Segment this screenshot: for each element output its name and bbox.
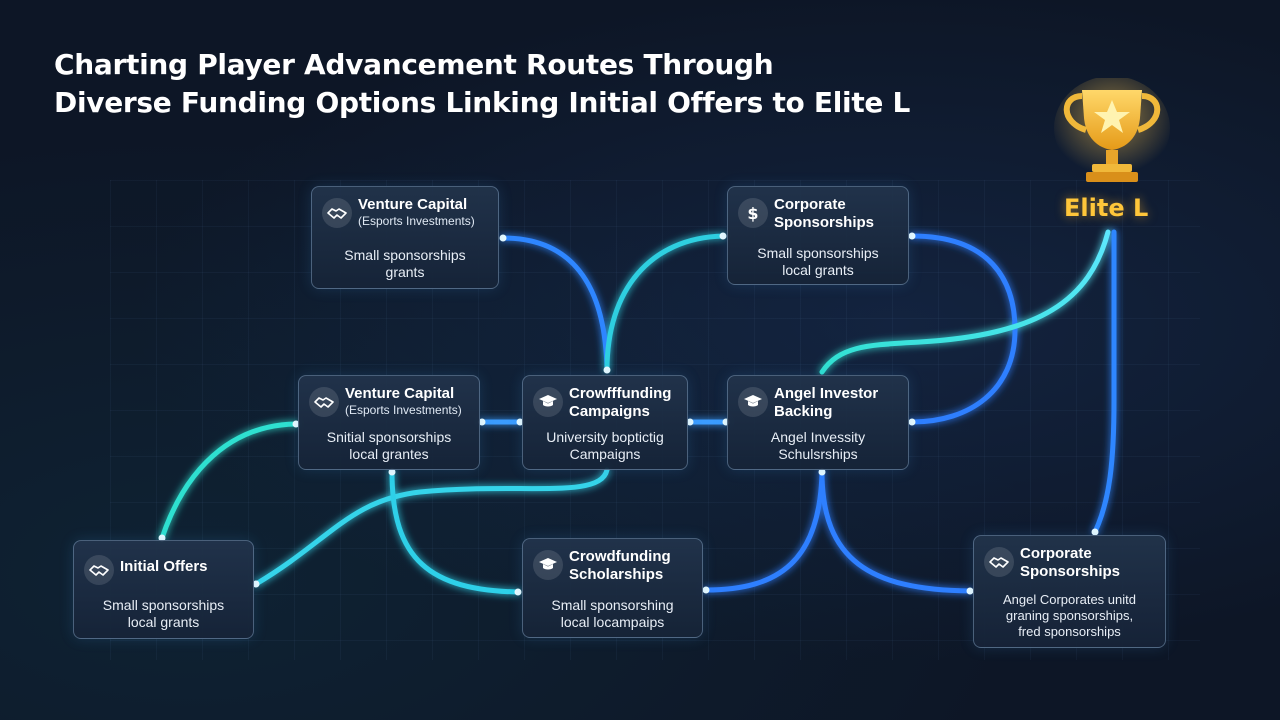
node-description: Small sponsorships local grants	[102, 597, 225, 630]
link-initial-to-vc-mid	[159, 421, 299, 541]
link-corp-top-to-angel-mid	[909, 233, 1018, 425]
link-crowd-mid-to-corp-top	[604, 233, 726, 373]
link-initial-to-crowd-mid	[253, 467, 610, 587]
node-description: Angel Invessity Schulsrships	[770, 429, 866, 462]
page-title: Charting Player Advancement Routes Throu…	[54, 46, 910, 122]
node-title-line-1: Corporate	[1020, 545, 1092, 562]
handshake-icon	[84, 555, 114, 585]
link-vc-mid-to-crowd-bot	[389, 469, 521, 595]
node-subtitle: (Esports Investments)	[358, 214, 475, 228]
link-vc-top-to-crowd-mid	[500, 235, 610, 373]
handshake-icon	[984, 547, 1014, 577]
node-description: Snitial sponsorships local grantes	[326, 429, 452, 462]
node-title-line-2: Campaigns	[569, 403, 650, 420]
node-description: Small sponsorshing local locampaips	[551, 597, 674, 630]
node-crowdfunding-campaigns[interactable]: Crowfffunding Campaigns University bopti…	[522, 375, 688, 470]
node-angel-investor-backing[interactable]: Angel Investor Backing Angel Invessity S…	[727, 375, 909, 470]
node-title-line-1: Crowdfunding	[569, 548, 671, 565]
node-corporate-sponsorships-top[interactable]: $ Corporate Sponsorships Small sponsorsh…	[727, 186, 909, 285]
node-title-line-2: Sponsorships	[774, 214, 875, 231]
dollar-icon: $	[738, 198, 768, 228]
graduation-cap-icon	[738, 387, 768, 417]
svg-text:$: $	[747, 204, 758, 222]
node-title-line-1: Corporate	[774, 196, 846, 213]
node-title-line-2: Scholarships	[569, 566, 664, 583]
node-venture-capital-mid[interactable]: Venture Capital (Esports Investments) Sn…	[298, 375, 480, 470]
link-angel-mid-to-corp-bot	[819, 469, 973, 594]
node-title: Initial Offers	[120, 558, 208, 575]
node-crowdfunding-scholarships[interactable]: Crowdfunding Scholarships Small sponsors…	[522, 538, 703, 638]
handshake-icon	[322, 198, 352, 228]
node-subtitle: (Esports Investments)	[345, 403, 462, 417]
trophy-icon	[1054, 78, 1170, 182]
node-description: Small sponsorships local grants	[757, 245, 879, 278]
link-angel-mid-to-elite	[819, 229, 1111, 375]
node-corporate-sponsorships-bottom[interactable]: Corporate Sponsorships Angel Corporates …	[973, 535, 1166, 648]
node-title: Venture Capital	[345, 385, 455, 402]
graduation-cap-icon	[533, 387, 563, 417]
link-crowd-bot-to-angel-mid	[703, 469, 825, 593]
title-line-1: Charting Player Advancement Routes Throu…	[54, 48, 774, 81]
node-title-line-2: Backing	[774, 403, 833, 420]
node-title: Venture Capital	[358, 196, 468, 213]
node-description: Small sponsorships grants	[344, 247, 466, 280]
link-corp-bot-to-elite	[1092, 229, 1117, 535]
graduation-cap-icon	[533, 550, 563, 580]
handshake-icon	[309, 387, 339, 417]
node-venture-capital-top[interactable]: Venture Capital (Esports Investments) Sm…	[311, 186, 499, 289]
node-description: University boptictig Campaigns	[546, 429, 664, 462]
node-title-line-1: Angel Investor	[774, 385, 879, 402]
title-line-2: Diverse Funding Options Linking Initial …	[54, 86, 911, 119]
node-title-line-1: Crowfffunding	[569, 385, 672, 402]
goal-label: Elite L	[1064, 194, 1149, 222]
node-description: Angel Corporates unitd graning sponsorsh…	[1003, 592, 1136, 639]
node-initial-offers[interactable]: Initial Offers Small sponsorships local …	[73, 540, 254, 639]
connector-dots	[158, 232, 1099, 596]
node-title-line-2: Sponsorships	[1020, 563, 1121, 580]
